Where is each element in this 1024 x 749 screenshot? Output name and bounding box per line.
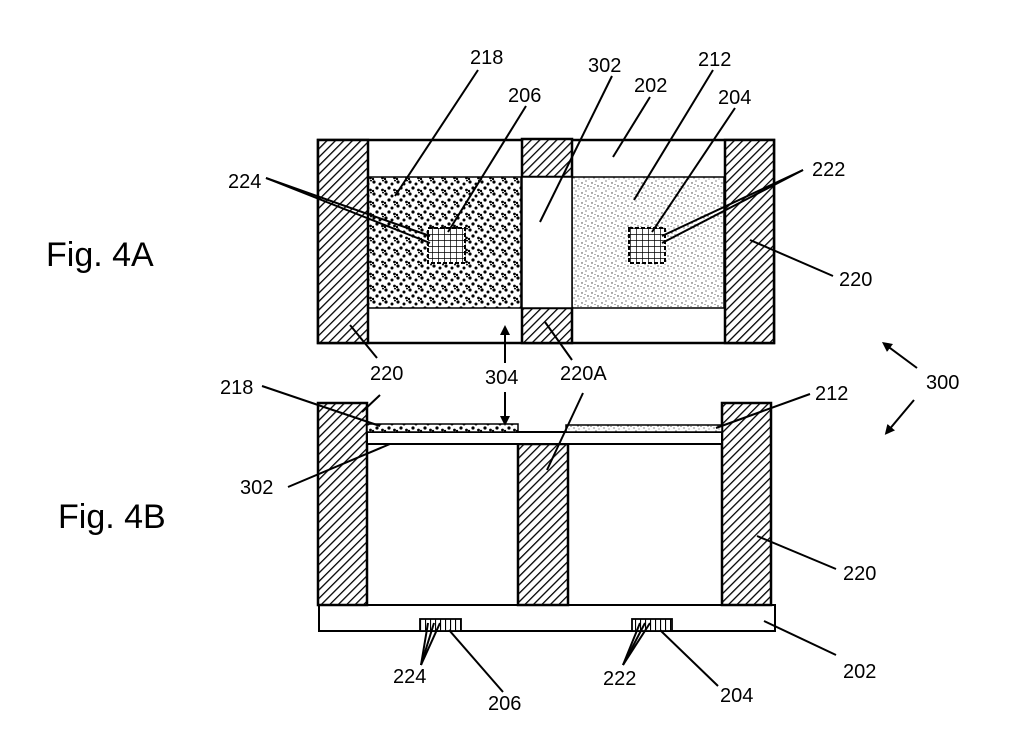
label-220a: 220A	[560, 363, 607, 385]
leader-206	[447, 105, 527, 233]
label-224: 224	[228, 171, 261, 193]
fig4b-wall-220-right	[720, 401, 773, 607]
label-218: 218	[470, 47, 503, 69]
fig4b-center-wall-220a	[516, 442, 570, 607]
fig-4a-title: Fig. 4A	[46, 236, 154, 274]
leader-220-left	[349, 324, 378, 359]
label-222: 222	[603, 668, 636, 690]
label-212: 212	[698, 49, 731, 71]
arrow-300-up	[881, 342, 918, 369]
fig4b-leader-lines	[261, 385, 837, 693]
leader-224-c	[420, 622, 441, 666]
leader-204	[651, 107, 736, 233]
assembly-300: 300	[881, 342, 959, 435]
leader-302	[539, 75, 613, 223]
fig4b-wall-220-left	[316, 401, 369, 607]
leader-222-b	[661, 169, 804, 244]
label-206: 206	[508, 85, 541, 107]
label-300: 300	[926, 372, 959, 394]
fig-4b-title: Fig. 4B	[58, 498, 166, 536]
label-220-left: 220	[370, 363, 403, 385]
leader-204	[659, 629, 719, 687]
fig4b-layer-212	[565, 424, 723, 433]
fig4b-reference-numerals: 218 212 302 220 202 224 206 222 204	[220, 377, 876, 715]
label-202: 202	[843, 661, 876, 683]
label-220-right: 220	[839, 269, 872, 291]
label-206: 206	[488, 693, 521, 715]
leader-212	[633, 69, 714, 201]
leader-224-b	[265, 177, 431, 244]
leader-220-right	[749, 239, 834, 277]
fig4b-electrode-206	[419, 618, 462, 632]
leader-206	[448, 629, 504, 693]
label-218: 218	[220, 377, 253, 399]
figure-4b: Fig. 4B	[58, 377, 876, 715]
leader-212	[715, 393, 811, 429]
label-224: 224	[393, 666, 426, 688]
leader-218	[394, 69, 479, 197]
label-220: 220	[843, 563, 876, 585]
fig4b-substrate-202	[318, 604, 776, 632]
leader-302	[287, 443, 391, 488]
leader-220-right	[756, 535, 837, 570]
leader-222-c	[622, 622, 651, 666]
label-212: 212	[815, 383, 848, 405]
fig4b-channel-302	[366, 431, 723, 445]
label-302: 302	[240, 477, 273, 499]
leader-220a	[546, 392, 584, 471]
leader-220-top	[361, 394, 381, 413]
fig4a-leader-lines	[265, 69, 834, 361]
leader-220a	[544, 321, 573, 361]
fig4a-electrode-206	[427, 227, 466, 264]
fig4b-layer-218	[366, 423, 519, 433]
figure-4a: Fig. 4A	[46, 47, 872, 389]
arrow-300-down	[884, 399, 915, 435]
label-204: 204	[720, 685, 753, 707]
fig4a-reference-numerals: 218 206 302 202 212 204 224 222 220 220 …	[228, 47, 872, 389]
leader-224-a	[265, 177, 431, 237]
label-222: 222	[812, 159, 845, 181]
leader-218	[261, 385, 381, 427]
label-202: 202	[634, 75, 667, 97]
leader-202	[763, 620, 837, 656]
fig4a-electrode-204	[628, 227, 666, 264]
label-302: 302	[588, 55, 621, 77]
fig4a-channel-302	[521, 176, 573, 309]
label-304: 304	[485, 367, 518, 389]
fig4a-wall-220-right	[723, 138, 776, 345]
leader-202	[612, 96, 651, 158]
label-204: 204	[718, 87, 751, 109]
leader-222-a	[661, 169, 804, 237]
fig4a-wall-220-left	[316, 138, 370, 345]
